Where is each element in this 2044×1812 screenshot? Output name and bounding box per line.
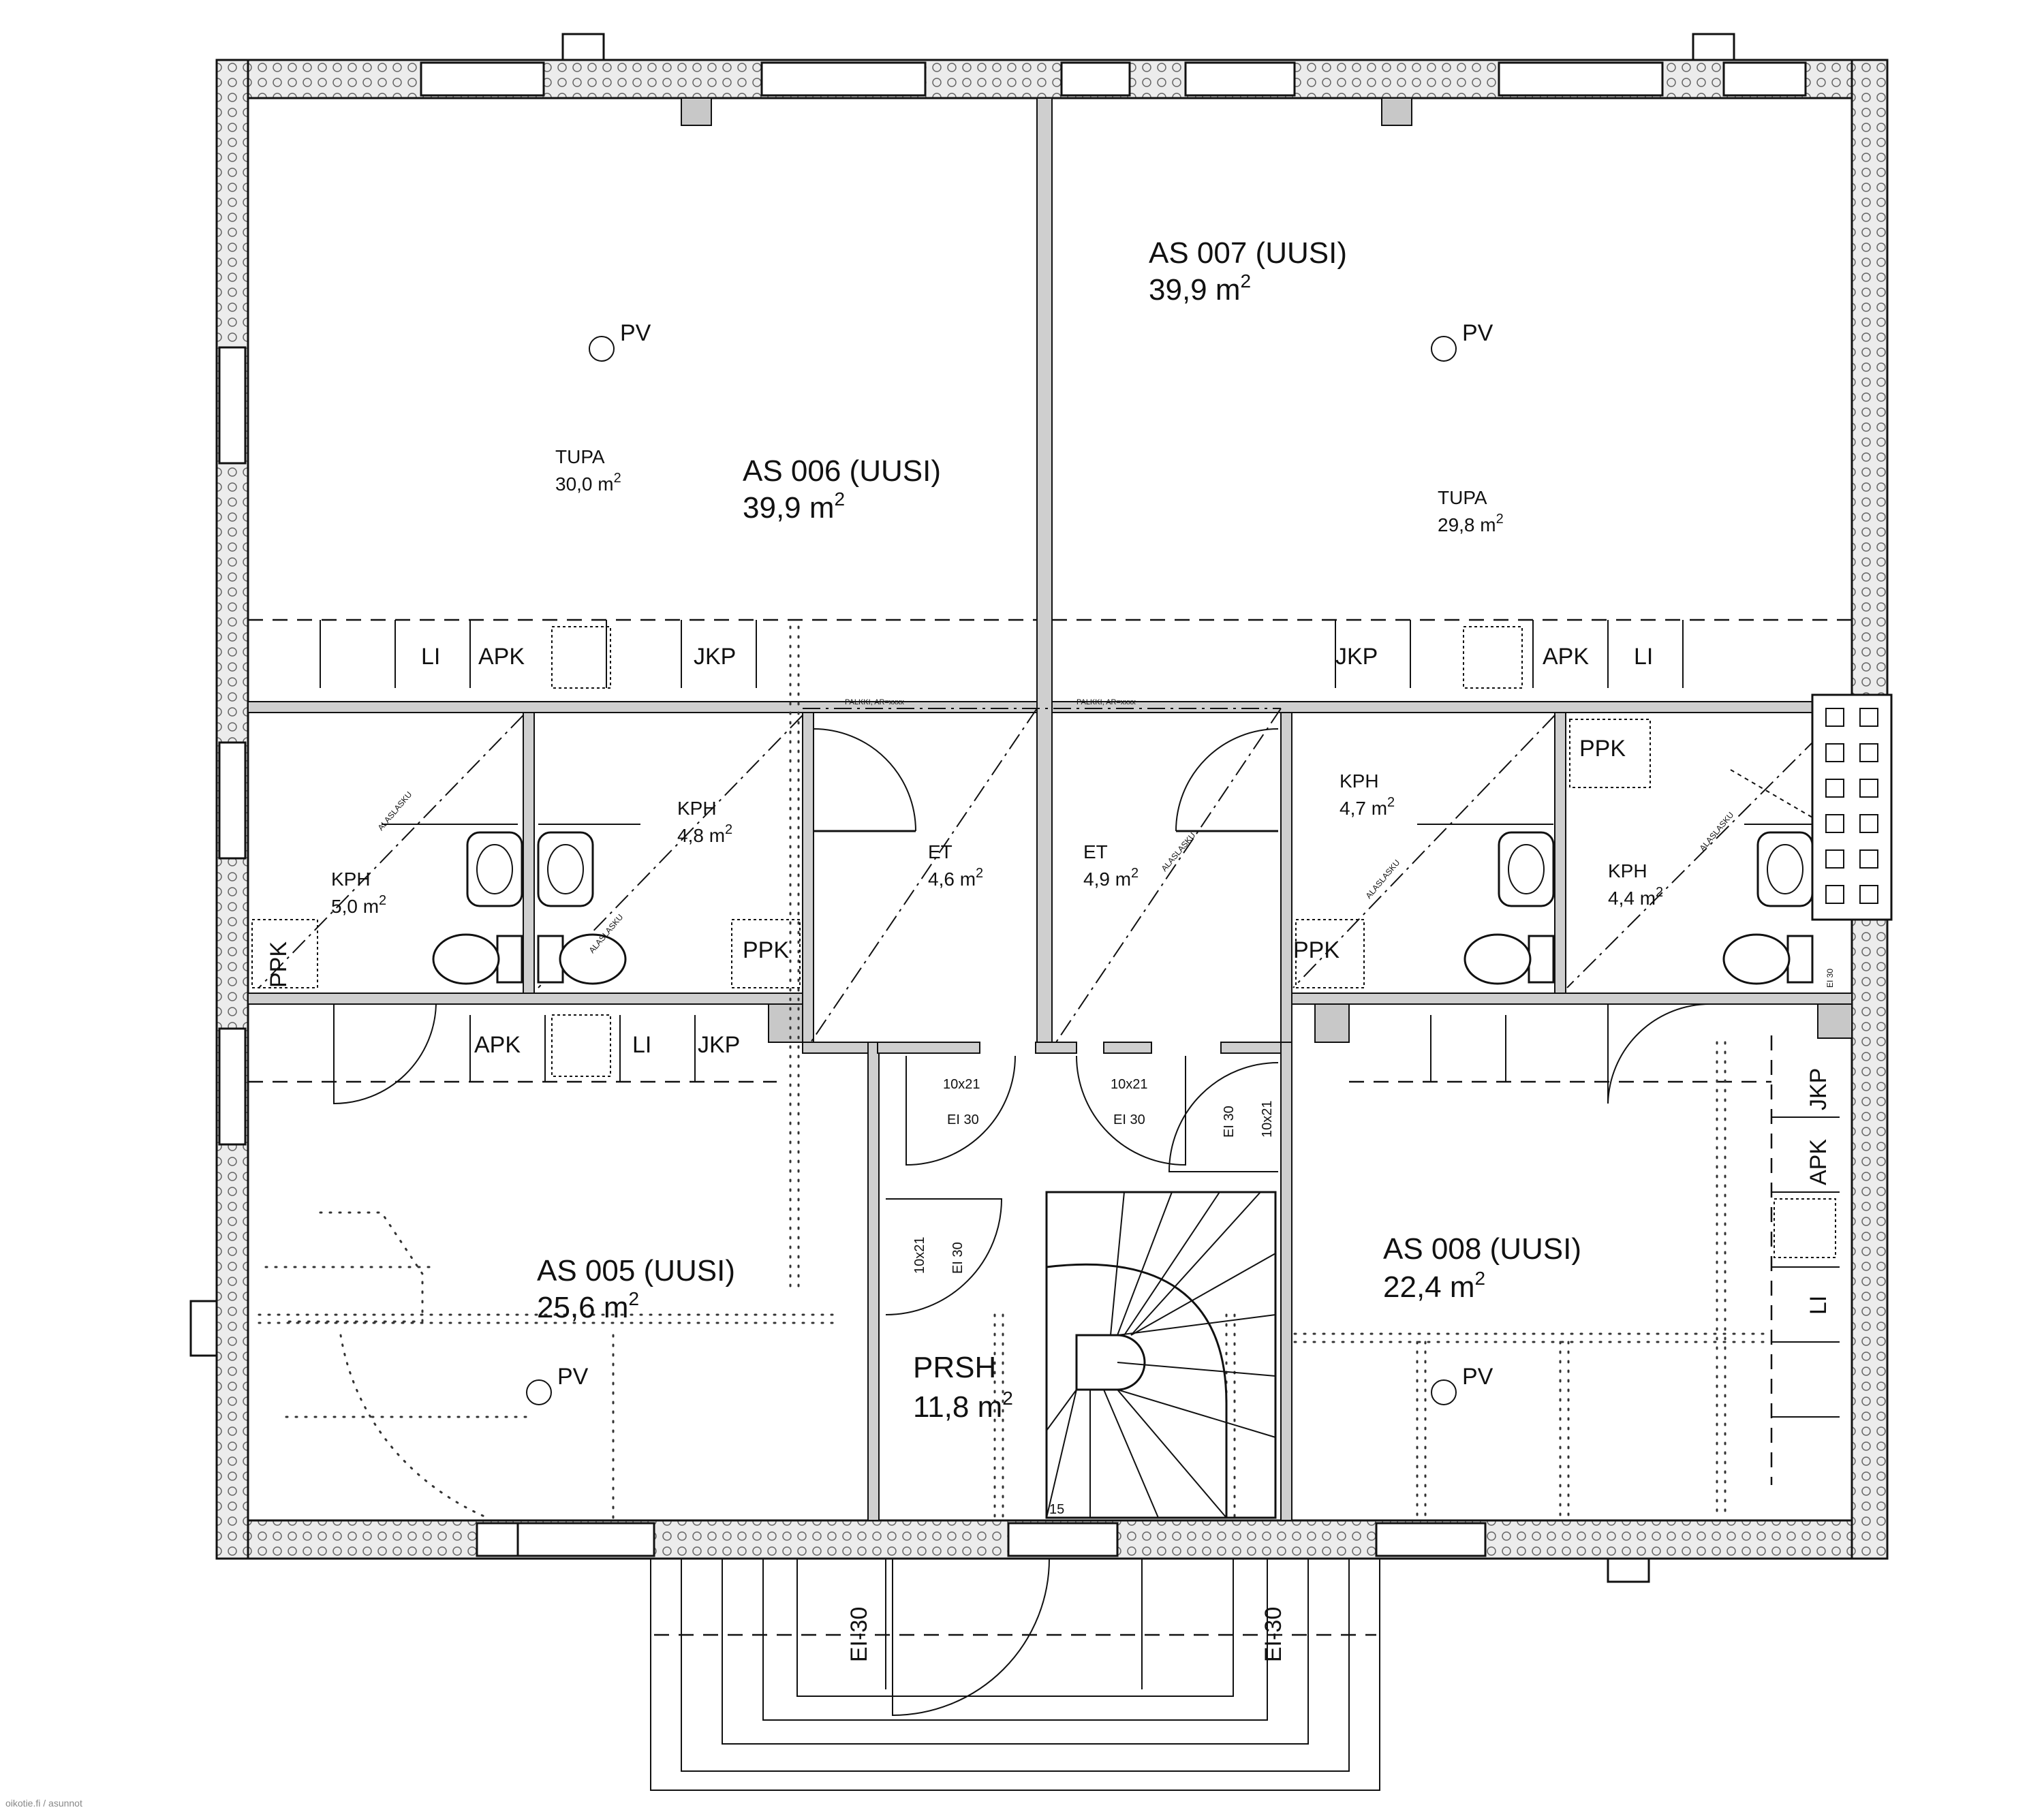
door-size-label: 10x21 <box>1111 1077 1148 1092</box>
bath-fixtures <box>382 824 1826 985</box>
label-ppk: PPK <box>1579 736 1626 762</box>
room-et007-label: ET <box>1083 841 1108 862</box>
door-size-label: 10x21 <box>943 1077 980 1092</box>
room-kph007-label: KPH <box>1340 770 1379 792</box>
label-ll: LI <box>1634 644 1653 670</box>
unit-as006-name: AS 006 (UUSI) <box>743 454 941 488</box>
pv-marker-icon <box>1431 336 1457 362</box>
unit-as007-name: AS 007 (UUSI) <box>1149 236 1347 270</box>
room-kph006-label: KPH <box>677 798 717 819</box>
kitchen-dash-lines <box>248 619 1852 1636</box>
door-size-label: 10x21 <box>1260 1101 1275 1138</box>
pv-marker-icon <box>526 1379 552 1405</box>
label-apk: APK <box>474 1032 521 1058</box>
unit-as008-area: 22,4 m2 <box>1383 1268 1485 1304</box>
pv-label: PV <box>557 1364 589 1390</box>
room-et006-label: ET <box>928 841 953 862</box>
room-kph005-label: KPH <box>331 869 371 890</box>
unit-as007-area: 39,9 m2 <box>1149 270 1251 307</box>
door-rating-label: EI 30 <box>947 1112 979 1127</box>
dotted-lines <box>258 625 1773 1520</box>
shaft <box>768 1003 803 1043</box>
pv-label: PV <box>1462 320 1493 346</box>
unit-as006-area: 39,9 m2 <box>743 488 845 525</box>
door-rating-label: EI 30 <box>950 1242 965 1274</box>
room-tupa006-area: 30,0 m2 <box>555 471 621 495</box>
pv-marker-icon <box>1431 1379 1457 1405</box>
pv-label: PV <box>620 320 651 346</box>
unit-as008-name: AS 008 (UUSI) <box>1383 1232 1581 1266</box>
interior-walls <box>247 97 1853 1521</box>
label-ppk: PPK <box>1293 937 1340 963</box>
stair <box>1045 1191 1277 1519</box>
shaft <box>1314 1003 1350 1043</box>
label-ll: LI <box>421 644 440 670</box>
room-prsh-label: PRSH <box>913 1351 996 1384</box>
vent <box>681 97 712 126</box>
pv-marker-icon <box>589 336 615 362</box>
watermark: oikotie.fi / asunnot <box>5 1798 82 1809</box>
fire-label-right: EI-30 <box>1260 1607 1286 1662</box>
beam-label: PALKKI, AR=xxxx <box>845 698 904 706</box>
doors <box>333 728 1711 1717</box>
room-et006-area: 4,6 m2 <box>928 866 983 890</box>
label-ll: LI <box>1806 1296 1831 1315</box>
label-jkp: JKP <box>698 1032 740 1058</box>
label-ppk: PPK <box>266 941 292 988</box>
stair-step-number: 15 <box>1049 1502 1064 1517</box>
small-label: EI 30 <box>1825 969 1835 988</box>
unit-as005-area: 25,6 m2 <box>537 1288 639 1324</box>
vent <box>1381 97 1412 126</box>
room-kph005-area: 5,0 m2 <box>331 893 386 917</box>
label-ll: LI <box>632 1032 651 1058</box>
room-prsh-area: 11,8 m2 <box>913 1388 1013 1424</box>
room-kph008-area: 4,4 m2 <box>1608 885 1663 909</box>
unit-as005-name: AS 005 (UUSI) <box>537 1254 735 1287</box>
electrical-panel <box>1811 693 1893 921</box>
label-apk: APK <box>1543 644 1589 670</box>
room-kph006-area: 4,8 m2 <box>677 822 732 846</box>
shaft <box>1817 1003 1853 1039</box>
door-rating-label: EI 30 <box>1222 1106 1237 1138</box>
door-size-label: 10x21 <box>912 1237 927 1275</box>
windows <box>189 33 1807 1583</box>
label-apk: APK <box>478 644 525 670</box>
entrance-steps <box>650 1558 1380 1791</box>
door-rating-label: EI 30 <box>1113 1112 1145 1127</box>
room-tupa007-area: 29,8 m2 <box>1438 512 1504 535</box>
room-tupa006-label: TUPA <box>555 446 605 467</box>
label-ppk: PPK <box>743 937 789 963</box>
label-jkp: JKP <box>694 644 736 670</box>
pv-label: PV <box>1462 1364 1493 1390</box>
room-et007-area: 4,9 m2 <box>1083 866 1139 890</box>
room-tupa007-label: TUPA <box>1438 487 1487 508</box>
beam-label: PALKKI, AR=xxxx <box>1077 698 1136 706</box>
room-kph007-area: 4,7 m2 <box>1340 795 1395 819</box>
label-jkp: JKP <box>1335 644 1378 670</box>
fixture-boxes <box>251 626 1836 1258</box>
ceiling-diagonals <box>258 708 1840 1043</box>
label-jkp: JKP <box>1806 1068 1831 1110</box>
label-apk: APK <box>1806 1139 1831 1185</box>
fire-label-left: EI-30 <box>846 1607 872 1662</box>
room-kph008-label: KPH <box>1608 860 1647 881</box>
